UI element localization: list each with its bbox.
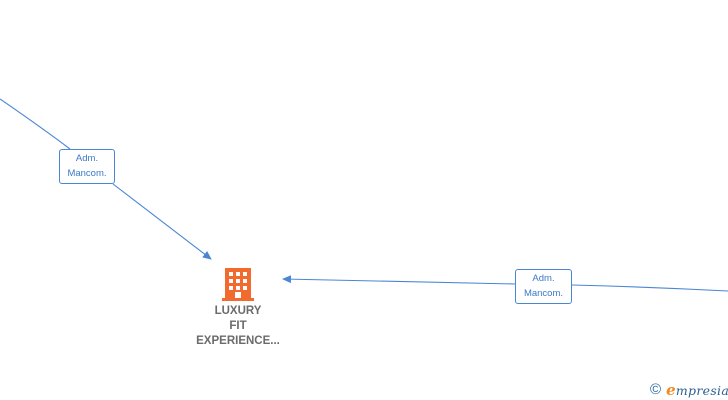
edge-1-line[interactable]: [0, 98, 211, 259]
company-name[interactable]: LUXURY FIT EXPERIENCE...: [188, 304, 288, 349]
building-icon: [222, 268, 254, 301]
company-name-line: EXPERIENCE...: [196, 335, 280, 347]
company-name-line: FIT: [229, 320, 247, 332]
edge-label-line2: Mancom.: [67, 168, 107, 179]
edge-label-line2: Mancom.: [523, 288, 564, 299]
edge-2-line[interactable]: [283, 279, 728, 292]
copyright-icon: ©: [650, 381, 662, 398]
brand-logo: empresia: [666, 381, 728, 399]
edge-label-line1: Adm.: [75, 153, 99, 164]
edge-label-adm-mancom[interactable]: Adm. Mancom.: [59, 149, 115, 184]
edge-label-adm-mancom[interactable]: Adm. Mancom.: [515, 269, 572, 304]
company-name-line: LUXURY: [214, 305, 262, 317]
edge-label-line1: Adm.: [532, 273, 555, 284]
empresia-watermark: © empresia: [650, 380, 728, 400]
brand-initial: e: [666, 381, 676, 399]
brand-rest: mpresia: [675, 383, 728, 398]
company-node-luxury-fit-experience[interactable]: LUXURY FIT EXPERIENCE...: [188, 266, 288, 349]
